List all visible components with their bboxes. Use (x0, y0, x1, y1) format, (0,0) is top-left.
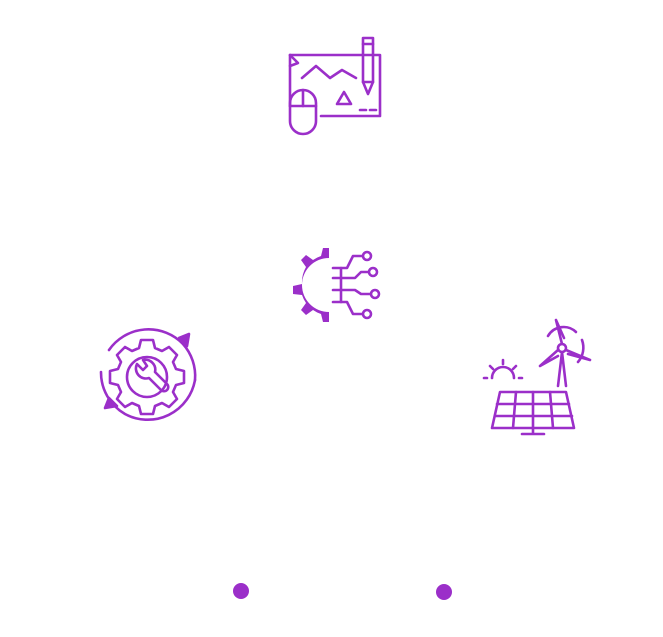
carousel-dot-2[interactable] (436, 584, 452, 600)
renewable-energy-icon (478, 316, 600, 436)
design-blueprint-icon (276, 30, 388, 140)
maintenance-gear-wrench-icon (95, 320, 201, 424)
carousel-dot-1[interactable] (233, 583, 249, 599)
gear-circuit-icon (283, 244, 383, 326)
